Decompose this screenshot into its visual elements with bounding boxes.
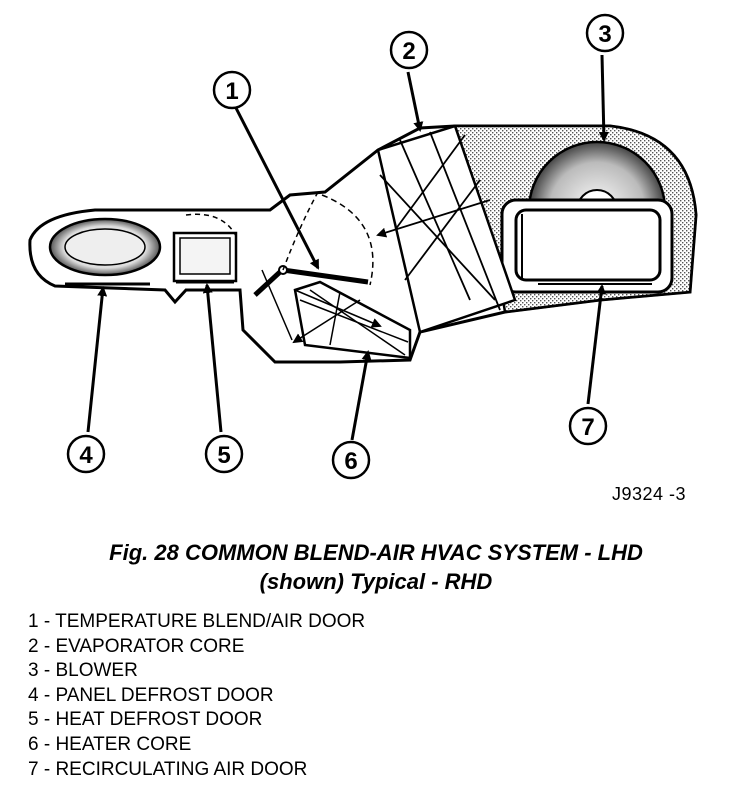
recirculating-air-door <box>500 198 674 294</box>
heat-defrost-door <box>172 213 239 284</box>
leader-5 <box>202 283 223 433</box>
svg-text:2: 2 <box>402 38 415 65</box>
callout-5: 5 <box>204 434 244 474</box>
airflow-arrow-heater-2 <box>292 299 361 344</box>
svg-text:6: 6 <box>344 448 357 475</box>
svg-text:7: 7 <box>581 414 594 441</box>
leader-3 <box>598 54 609 142</box>
leader-1 <box>234 107 320 270</box>
legend-item: 7 - RECIRCULATING AIR DOOR <box>28 758 308 780</box>
legend-item: 5 - HEAT DEFROST DOOR <box>28 709 263 731</box>
parts-legend: 1 - TEMPERATURE BLEND/AIR DOOR 2 - EVAPO… <box>28 610 365 782</box>
svg-text:1: 1 <box>225 78 238 105</box>
svg-text:3: 3 <box>598 21 611 48</box>
callout-6: 6 <box>331 440 371 480</box>
airflow-arrow-heater-1 <box>294 289 382 328</box>
airflow-arrow-evaporator <box>376 199 491 238</box>
leader-7 <box>586 284 607 405</box>
legend-item: 4 - PANEL DEFROST DOOR <box>28 684 274 706</box>
legend-item: 1 - TEMPERATURE BLEND/AIR DOOR <box>28 611 366 632</box>
svg-text:4: 4 <box>79 442 93 469</box>
legend-item: 3 - BLOWER <box>28 660 138 682</box>
panel-defrost-vent <box>48 217 162 286</box>
blend-door-arc <box>321 194 374 286</box>
caption-line-2: (shown) Typical - RHD <box>259 569 493 594</box>
callout-1: 1 <box>212 70 252 110</box>
legend-item: 6 - HEATER CORE <box>28 733 192 755</box>
temperature-blend-air-door <box>253 191 369 341</box>
callout-3: 3 <box>585 13 625 53</box>
callout-2: 2 <box>389 30 429 70</box>
leader-2 <box>406 71 424 132</box>
leader-lines <box>86 54 609 441</box>
leader-4 <box>86 286 108 433</box>
caption-line-1: Fig. 28 COMMON BLEND-AIR HVAC SYSTEM - L… <box>109 540 643 565</box>
legend-item: 2 - EVAPORATOR CORE <box>28 635 245 657</box>
figure-caption: Fig. 28 COMMON BLEND-AIR HVAC SYSTEM - L… <box>0 538 752 596</box>
svg-text:5: 5 <box>217 442 230 469</box>
evaporator-core <box>376 124 517 334</box>
figure-reference-code: J9324 -3 <box>612 484 687 504</box>
callout-7: 7 <box>568 406 608 446</box>
callout-4: 4 <box>66 434 106 474</box>
hvac-diagram: 1 2 3 4 5 6 7 <box>28 13 698 480</box>
leader-6 <box>350 350 372 441</box>
